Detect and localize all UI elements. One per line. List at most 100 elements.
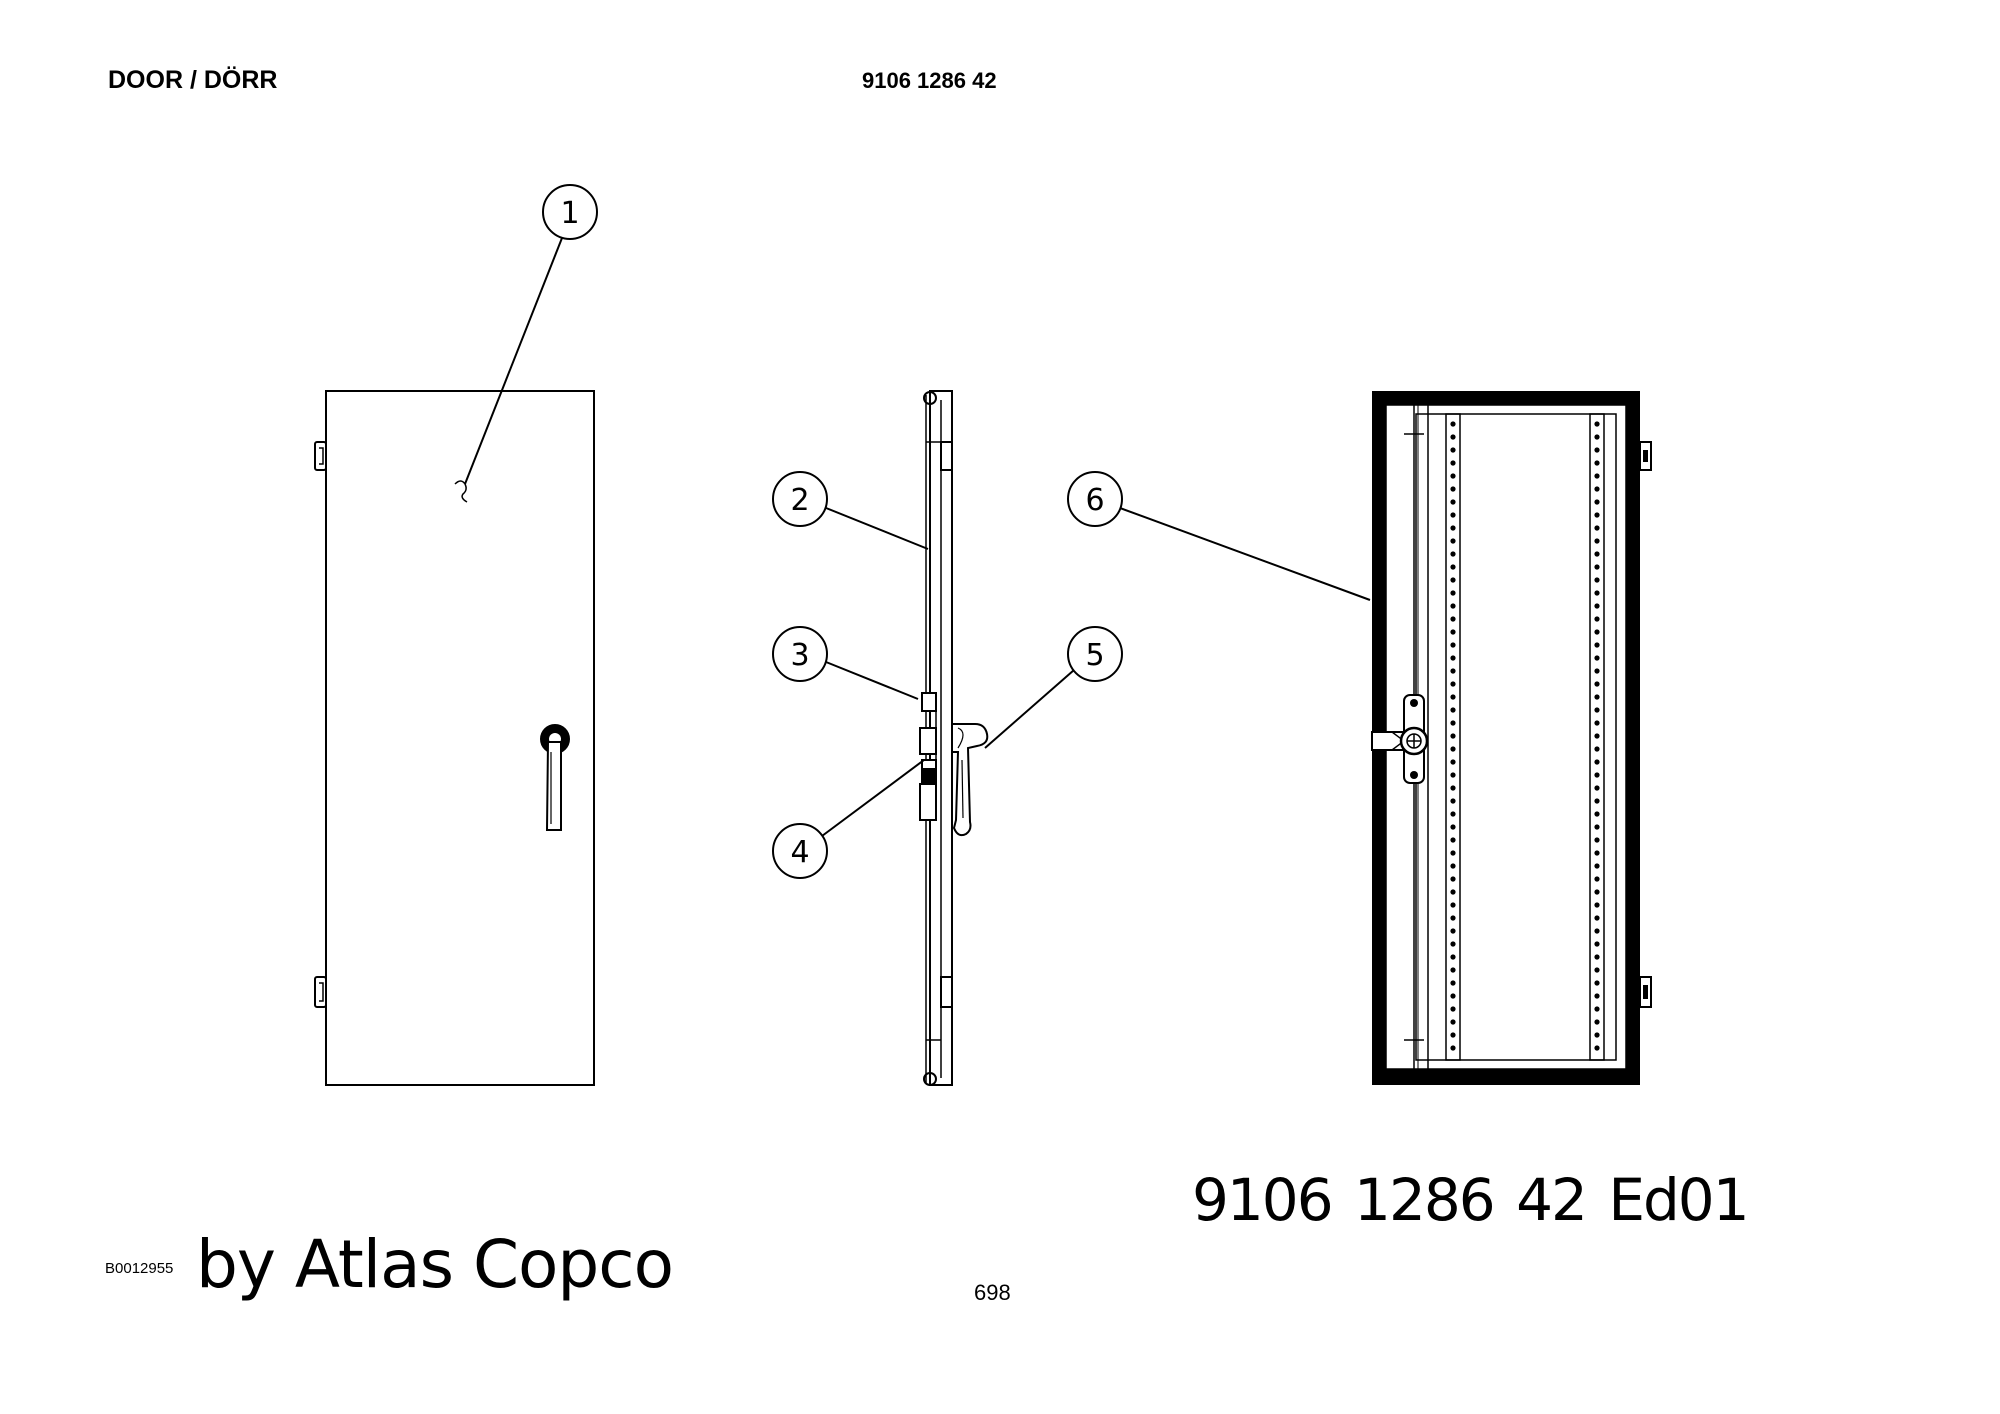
rail-hole bbox=[1450, 1032, 1456, 1038]
page-number: 698 bbox=[974, 1280, 1011, 1305]
rail-hole bbox=[1450, 629, 1456, 635]
rail-hole bbox=[1594, 720, 1600, 726]
rail-hole bbox=[1594, 889, 1600, 895]
rail-hole bbox=[1450, 577, 1456, 583]
rail-hole bbox=[1594, 954, 1600, 960]
callout-3-label: 3 bbox=[790, 638, 809, 673]
rail-hole bbox=[1450, 863, 1456, 869]
door-side-view bbox=[919, 390, 989, 1086]
callout-3 bbox=[772, 626, 919, 700]
rail-hole bbox=[1450, 616, 1456, 622]
rail-hole bbox=[1594, 850, 1600, 856]
rail-hole bbox=[1450, 434, 1456, 440]
callout-2-label: 2 bbox=[790, 483, 809, 518]
rail-hole bbox=[1594, 993, 1600, 999]
rail-hole bbox=[1594, 447, 1600, 453]
rail-hole bbox=[1450, 1045, 1456, 1051]
rail-hole bbox=[1594, 928, 1600, 934]
rail-hole bbox=[1594, 590, 1600, 596]
rail-hole bbox=[1594, 1019, 1600, 1025]
rail-hole bbox=[1450, 681, 1456, 687]
rail-hole bbox=[1594, 655, 1600, 661]
rail-hole bbox=[1594, 473, 1600, 479]
rail-hole bbox=[1450, 746, 1456, 752]
rail-hole bbox=[1450, 954, 1456, 960]
rail-hole bbox=[1450, 447, 1456, 453]
rail-hole bbox=[1450, 486, 1456, 492]
rail-hole bbox=[1450, 941, 1456, 947]
part-number-header: 9106 1286 42 bbox=[862, 68, 997, 93]
rail-hole bbox=[1450, 837, 1456, 843]
page-title: DOOR / DÖRR bbox=[108, 66, 278, 94]
rail-hole bbox=[1594, 941, 1600, 947]
rail-hole bbox=[1450, 720, 1456, 726]
rail-hole bbox=[1594, 512, 1600, 518]
drawing-edition: 9106 1286 42 Ed01 bbox=[1192, 1166, 1750, 1234]
rail-hole bbox=[1594, 967, 1600, 973]
callout-5 bbox=[984, 626, 1123, 749]
lock-mechanism-rear bbox=[1371, 694, 1429, 784]
rail-hole bbox=[1450, 798, 1456, 804]
rail-hole bbox=[1450, 993, 1456, 999]
callout-6 bbox=[1067, 471, 1371, 601]
callout-1-label: 1 bbox=[560, 196, 579, 231]
rail-perforations bbox=[1450, 421, 1600, 1051]
callout-2 bbox=[772, 471, 929, 550]
rail-hole bbox=[1450, 564, 1456, 570]
rail-hole bbox=[1450, 538, 1456, 544]
lock-mechanism-side bbox=[919, 692, 989, 837]
rail-hole bbox=[1594, 538, 1600, 544]
rail-hole bbox=[1594, 746, 1600, 752]
rail-hole bbox=[1450, 876, 1456, 882]
rail-hole bbox=[1594, 421, 1600, 427]
rail-hole bbox=[1450, 499, 1456, 505]
rail-hole bbox=[1594, 759, 1600, 765]
callout-1 bbox=[464, 184, 598, 485]
rail-hole bbox=[1594, 564, 1600, 570]
rail-hole bbox=[1450, 642, 1456, 648]
rail-hole bbox=[1450, 889, 1456, 895]
rail-hole bbox=[1450, 525, 1456, 531]
rail-hole bbox=[1594, 525, 1600, 531]
rail-hole bbox=[1594, 837, 1600, 843]
rail-hole bbox=[1594, 863, 1600, 869]
rail-hole bbox=[1450, 551, 1456, 557]
rail-hole bbox=[1594, 785, 1600, 791]
rail-hole bbox=[1594, 915, 1600, 921]
rail-hole bbox=[1594, 980, 1600, 986]
rail-hole bbox=[1450, 1019, 1456, 1025]
door-handle-front bbox=[540, 724, 570, 831]
rail-hole bbox=[1594, 772, 1600, 778]
rail-hole bbox=[1450, 1006, 1456, 1012]
door-front-view bbox=[314, 390, 595, 1086]
rail-hole bbox=[1594, 460, 1600, 466]
rail-hole bbox=[1450, 473, 1456, 479]
callout-6-label: 6 bbox=[1085, 483, 1104, 518]
rail-hole bbox=[1450, 928, 1456, 934]
rail-hole bbox=[1450, 980, 1456, 986]
rail-hole bbox=[1450, 772, 1456, 778]
rail-hole bbox=[1450, 824, 1456, 830]
rail-hole bbox=[1450, 668, 1456, 674]
rail-hole bbox=[1594, 707, 1600, 713]
rail-hole bbox=[1594, 824, 1600, 830]
rail-hole bbox=[1594, 1006, 1600, 1012]
rail-hole bbox=[1450, 902, 1456, 908]
rail-hole bbox=[1594, 811, 1600, 817]
rail-hole bbox=[1450, 733, 1456, 739]
rail-hole bbox=[1594, 902, 1600, 908]
callout-5-label: 5 bbox=[1085, 638, 1104, 673]
rail-hole bbox=[1594, 577, 1600, 583]
rail-hole bbox=[1594, 668, 1600, 674]
rail-hole bbox=[1450, 850, 1456, 856]
rail-hole bbox=[1450, 967, 1456, 973]
rail-hole bbox=[1594, 603, 1600, 609]
rail-hole bbox=[1594, 1032, 1600, 1038]
callout-4 bbox=[772, 759, 925, 879]
rail-hole bbox=[1594, 798, 1600, 804]
rail-hole bbox=[1450, 421, 1456, 427]
document-number: B0012955 bbox=[105, 1260, 174, 1277]
rail-hole bbox=[1450, 694, 1456, 700]
rail-hole bbox=[1594, 733, 1600, 739]
